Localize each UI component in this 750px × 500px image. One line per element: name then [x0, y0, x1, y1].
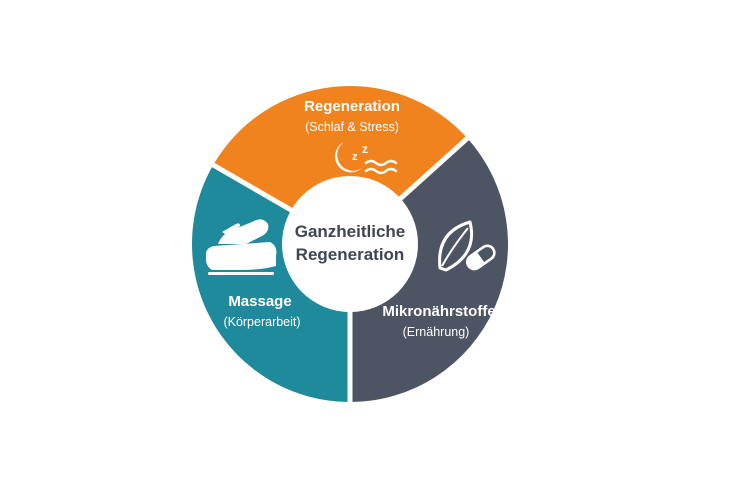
- sleep-moon-icon: z z: [334, 142, 398, 175]
- mikro-title: Mikronährstoffe: [382, 303, 495, 320]
- massage-hand-icon: [205, 219, 277, 275]
- regeneration-title: Regeneration: [304, 98, 400, 115]
- massage-subtitle: (Körperarbeit): [223, 315, 300, 329]
- svg-text:z: z: [352, 151, 358, 163]
- massage-title: Massage: [228, 293, 291, 310]
- svg-text:z: z: [362, 142, 368, 156]
- leaf-capsule-icon: [438, 220, 496, 272]
- segment-mikronaehrstoffe: [350, 138, 508, 403]
- center-title-line2: Regeneration: [296, 245, 405, 264]
- center-circle: [282, 176, 418, 312]
- regeneration-subtitle: (Schlaf & Stress): [305, 120, 399, 134]
- center-title-line1: Ganzheitliche: [295, 222, 406, 241]
- mikro-subtitle: (Ernährung): [403, 325, 470, 339]
